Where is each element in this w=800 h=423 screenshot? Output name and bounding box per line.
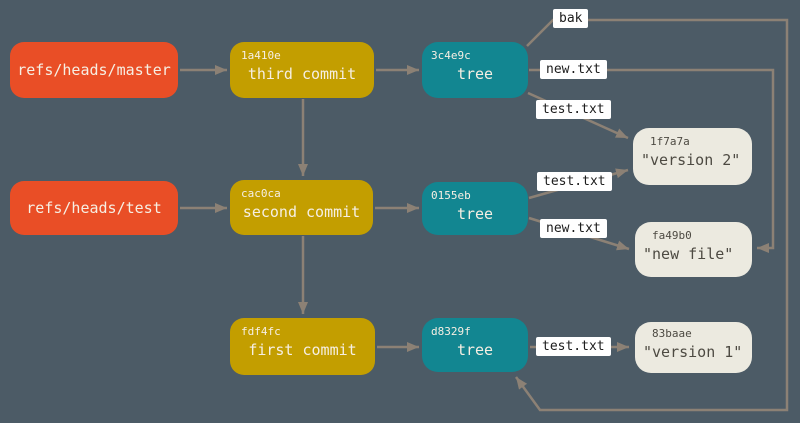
commit-box-second: cac0ca second commit xyxy=(230,180,373,235)
tree-label: tree xyxy=(456,341,494,359)
tree-label: tree xyxy=(456,205,494,223)
tree-label: tree xyxy=(456,65,494,83)
tree-hash: d8329f xyxy=(431,325,471,338)
tree-hash: 0155eb xyxy=(431,189,471,202)
blob-label: "new file" xyxy=(643,245,734,263)
ref-label: refs/heads/master xyxy=(17,61,171,79)
blob-hash: fa49b0 xyxy=(652,229,692,242)
edge-label-new-txt-top: new.txt xyxy=(540,60,607,79)
commit-hash: fdf4fc xyxy=(241,325,281,338)
commit-box-first: fdf4fc first commit xyxy=(230,318,375,375)
commit-label: third commit xyxy=(247,65,357,83)
edge-tree1-newtxt-to-newfile xyxy=(529,68,775,253)
blob-box-newfile: fa49b0 "new file" xyxy=(635,222,752,277)
edge-label-test-txt-mid: test.txt xyxy=(537,172,612,191)
edge-label-test-txt-bottom: test.txt xyxy=(536,337,611,356)
edge-label-new-txt-mid: new.txt xyxy=(540,219,607,238)
tree-box-3c4e9c: 3c4e9c tree xyxy=(422,42,528,98)
tree-box-d8329f: d8329f tree xyxy=(422,318,528,372)
edge-label-bak: bak xyxy=(553,9,589,28)
tree-box-0155eb: 0155eb tree xyxy=(422,182,528,235)
blob-label: "version 2" xyxy=(641,151,741,169)
blob-hash: 83baae xyxy=(652,327,692,340)
blob-hash: 1f7a7a xyxy=(650,135,690,148)
commit-hash: cac0ca xyxy=(241,187,281,200)
blob-box-version1: 83baae "version 1" xyxy=(635,322,752,373)
tree-hash: 3c4e9c xyxy=(431,49,471,62)
commit-box-third: 1a410e third commit xyxy=(230,42,374,98)
blob-label: "version 1" xyxy=(643,343,743,361)
ref-label: refs/heads/test xyxy=(26,199,162,217)
commit-label: first commit xyxy=(248,341,357,359)
edge-tree1-bak-to-tree3 xyxy=(514,18,789,412)
blob-box-version2: 1f7a7a "version 2" xyxy=(633,128,752,185)
commit-hash: 1a410e xyxy=(241,49,281,62)
edge-label-test-txt-top: test.txt xyxy=(536,100,611,119)
commit-label: second commit xyxy=(242,203,361,221)
ref-box-test: refs/heads/test xyxy=(10,181,178,235)
ref-box-master: refs/heads/master xyxy=(10,42,178,98)
